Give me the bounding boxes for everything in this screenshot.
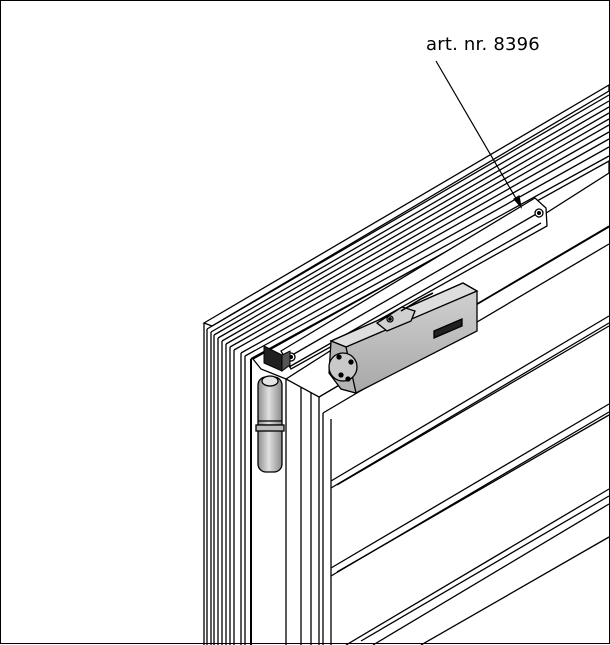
side-frame-profile <box>203 323 252 645</box>
door-closer-body <box>328 282 479 394</box>
part-number-label: art. nr. 8396 <box>426 34 540 55</box>
panel-grooves <box>330 315 610 645</box>
hinge <box>255 375 285 473</box>
mounting-plate <box>263 345 291 372</box>
callout-leader <box>435 60 522 210</box>
